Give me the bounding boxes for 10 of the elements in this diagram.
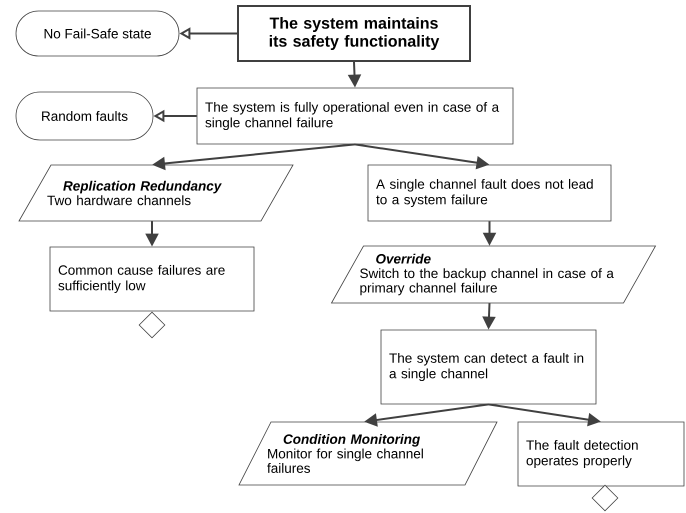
claim-box: The fault detection operates properly [518, 422, 684, 486]
context-box: Random faults [16, 92, 154, 140]
undeveloped-diamond [592, 484, 618, 512]
claim-box: The system is fully operational even in case of a single channel failure [196, 88, 514, 144]
claim-box: Common cause failures are sufficiently low [50, 246, 254, 312]
claim-box: A single channel fault does not lead to a system failure [368, 164, 612, 222]
undeveloped-diamond [138, 312, 166, 338]
goal-box: The system maintains its safety functionality [237, 5, 471, 62]
context-box: No Fail-Safe state [16, 10, 180, 56]
claim-box: The system can detect a fault in a single channel [380, 330, 596, 404]
